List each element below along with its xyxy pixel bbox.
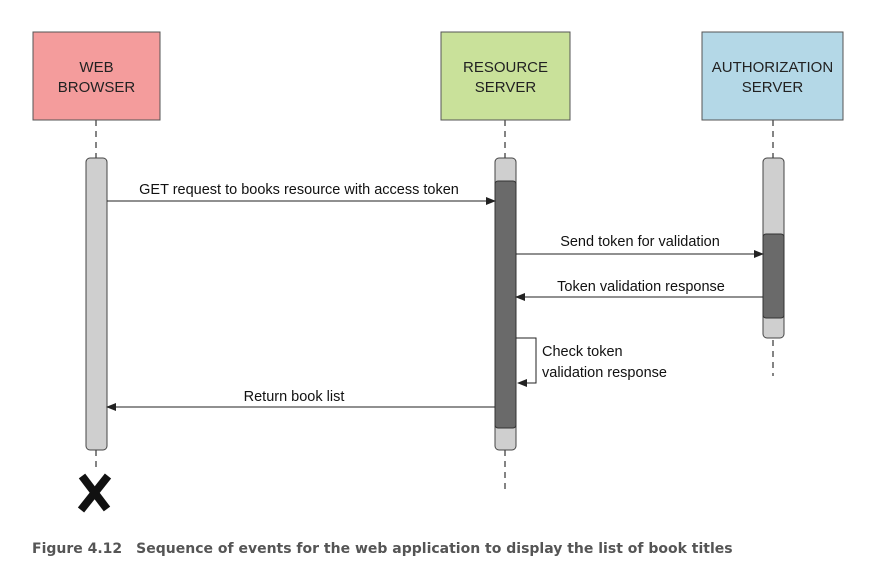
- participant-box: [440, 31, 571, 121]
- return-book-list-label: Return book list: [244, 389, 345, 405]
- browser-activation-bar: [85, 157, 108, 451]
- participant-web-browser: WEB BROWSER: [32, 31, 161, 121]
- participant-box: [32, 31, 161, 121]
- get-request-label: GET request to books resource with acces…: [139, 182, 459, 198]
- participant-label: BROWSER: [58, 79, 136, 96]
- resource-server-activation-inner: [494, 180, 517, 429]
- participant-box: [701, 31, 844, 121]
- check-token-self-arrow: [516, 337, 537, 387]
- participant-label: SERVER: [475, 79, 537, 96]
- participant-label: RESOURCE: [463, 59, 548, 76]
- auth-server-activation-inner: [762, 233, 785, 319]
- participant-resource-server: RESOURCE SERVER: [440, 31, 571, 121]
- sequence-diagram: WEB BROWSER RESOURCE SERVER AUTHORIZATIO…: [32, 31, 844, 513]
- participant-label: AUTHORIZATION: [712, 59, 833, 76]
- figure-caption-label: Figure 4.12: [32, 541, 123, 557]
- participant-label: WEB: [79, 59, 113, 76]
- figure-caption: Figure 4.12 Sequence of events for the we…: [32, 541, 872, 557]
- figure-caption-text: Sequence of events for the web applicati…: [136, 541, 733, 557]
- participant-authorization-server: AUTHORIZATION SERVER: [701, 31, 844, 121]
- check-token-label-line1: Check token: [542, 344, 623, 360]
- check-token-label-line2: validation response: [542, 365, 667, 381]
- validation-response-label: Token validation response: [557, 279, 725, 295]
- destroy-x-icon: [77, 473, 112, 513]
- send-token-label: Send token for validation: [560, 234, 720, 250]
- participant-label: SERVER: [742, 79, 804, 96]
